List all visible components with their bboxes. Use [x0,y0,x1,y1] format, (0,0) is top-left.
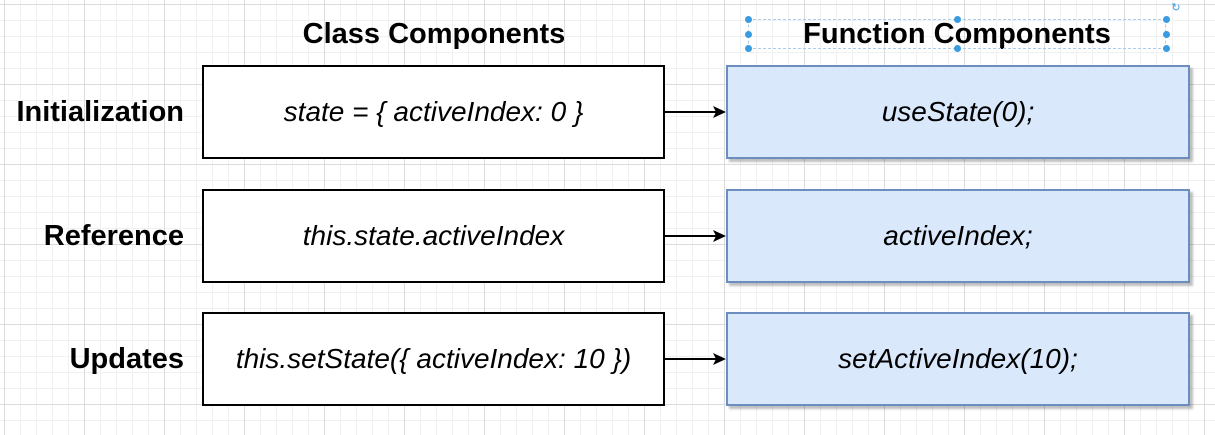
class-components-header[interactable]: Class Components [302,18,566,50]
selection-handle-bottom-middle[interactable] [954,45,961,52]
function-box-initialization[interactable]: useState(0); [726,65,1190,159]
arrow-updates[interactable] [665,353,726,365]
selection-handle-top-middle[interactable] [954,16,961,23]
class-box-initialization[interactable]: state = { activeIndex: 0 } [202,65,665,159]
function-components-header[interactable]: Function Components [803,18,1111,50]
class-code-initialization: state = { activeIndex: 0 } [283,96,584,127]
function-box-updates[interactable]: setActiveIndex(10); [726,312,1190,406]
function-code-initialization: useState(0); [881,96,1035,127]
class-code-reference: this.state.activeIndex [302,220,565,251]
class-box-updates[interactable]: this.setState({ activeIndex: 10 }) [202,312,665,406]
row-label-updates[interactable]: Updates [69,343,184,375]
selection-handle-top-right[interactable] [1163,16,1170,23]
selection-handle-middle-left[interactable] [745,31,752,38]
row-label-initialization[interactable]: Initialization [16,96,184,128]
arrow-reference[interactable] [665,230,726,242]
function-code-updates: setActiveIndex(10); [838,343,1078,374]
function-box-reference[interactable]: activeIndex; [726,189,1190,283]
row-label-reference[interactable]: Reference [43,220,184,252]
function-code-reference: activeIndex; [883,220,1033,251]
class-code-updates: this.setState({ activeIndex: 10 }) [235,343,632,374]
selection-handle-top-left[interactable] [745,16,752,23]
selection-handle-middle-right[interactable] [1163,31,1170,38]
class-box-reference[interactable]: this.state.activeIndex [202,189,665,283]
selection-handle-bottom-right[interactable] [1163,45,1170,52]
arrow-initialization[interactable] [665,106,726,118]
rotate-icon[interactable]: ↻ [1171,2,1181,14]
selection-handle-bottom-left[interactable] [745,45,752,52]
